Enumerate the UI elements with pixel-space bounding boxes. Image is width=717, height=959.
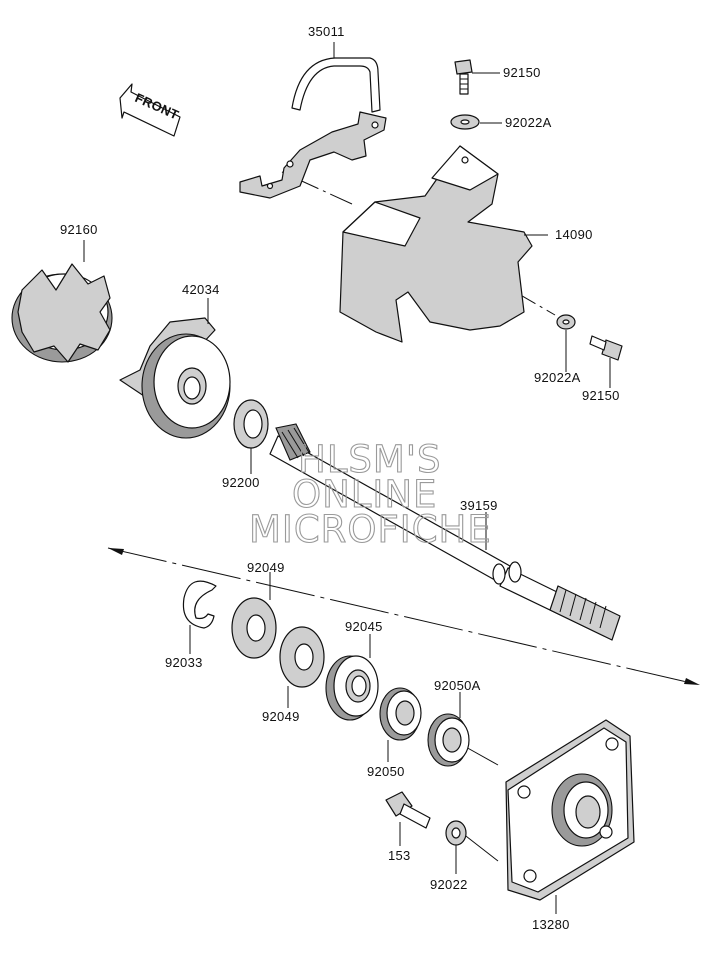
washer-part-92022A-top [450, 114, 480, 130]
part-number-153: 153 [388, 848, 411, 863]
watermark-line-1: HLSM'S [298, 438, 442, 481]
bracket-part-35011 [239, 57, 387, 199]
part-number-92033: 92033 [165, 655, 203, 670]
part-number-92049-upper: 92049 [247, 560, 285, 575]
washer-part-92022A-right [556, 314, 576, 330]
bolt-part-92150-right [589, 335, 623, 361]
part-number-39159: 39159 [460, 498, 498, 513]
part-number-92050A: 92050A [434, 678, 481, 693]
watermark-line-2: ONLINE [292, 473, 437, 516]
part-number-13280: 13280 [532, 917, 570, 932]
part-number-92050: 92050 [367, 764, 405, 779]
fitting-part-153 [385, 791, 431, 829]
bearing-part-92045 [325, 655, 379, 721]
coupling-part-42034 [119, 317, 231, 439]
part-number-92022: 92022 [430, 877, 468, 892]
circlip-part-92033 [182, 580, 217, 629]
part-number-92045: 92045 [345, 619, 383, 634]
part-number-92150-top: 92150 [503, 65, 541, 80]
front-direction-arrow: FRONT [119, 83, 181, 137]
part-number-42034: 42034 [182, 282, 220, 297]
seal-part-92050A [427, 713, 470, 767]
housing-part-13280 [505, 719, 635, 901]
washer-part-92200 [233, 399, 269, 449]
part-number-14090: 14090 [555, 227, 593, 242]
washer-part-92022 [445, 820, 467, 846]
part-number-labels: 35011 92150 92022A 14090 92022A 92150 92… [60, 24, 620, 932]
bolt-part-92150-top [454, 59, 473, 95]
washer-part-92049-upper [231, 597, 277, 659]
seal-part-92050 [379, 687, 422, 741]
watermark-line-3: MICROFICHE [249, 508, 492, 551]
damper-part-92160 [11, 263, 113, 363]
watermark: HLSM'S ONLINE MICROFICHE [248, 437, 492, 551]
part-number-92022A-top: 92022A [505, 115, 552, 130]
part-number-92150-right: 92150 [582, 388, 620, 403]
part-number-92022A-right: 92022A [534, 370, 581, 385]
cover-part-14090 [339, 145, 533, 343]
part-number-35011: 35011 [308, 24, 345, 39]
shaft-part-39159 [269, 423, 621, 641]
part-number-92200: 92200 [222, 475, 260, 490]
washer-part-92049-lower [279, 626, 325, 688]
part-number-92049-lower: 92049 [262, 709, 300, 724]
part-number-92160: 92160 [60, 222, 98, 237]
leader-lines [83, 42, 611, 914]
